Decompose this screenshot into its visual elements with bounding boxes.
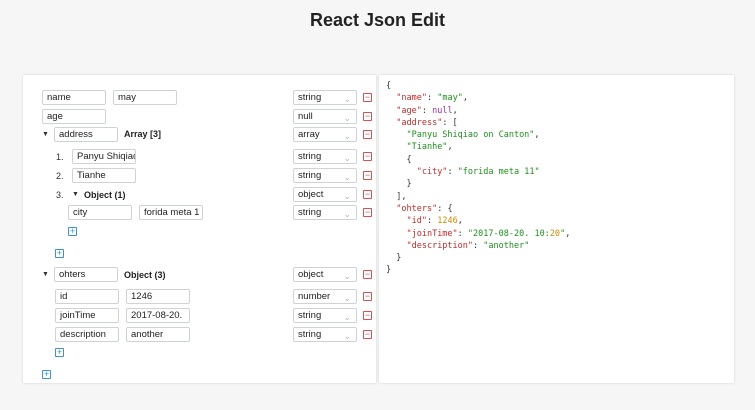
object-summary: Object (3): [124, 270, 166, 280]
value-input-jointime[interactable]: 2017-08-20.: [126, 308, 190, 323]
add-field-button[interactable]: +: [55, 347, 64, 357]
delete-icon[interactable]: −: [363, 291, 372, 301]
value-input-description[interactable]: another: [126, 327, 190, 342]
json-line: {: [386, 81, 392, 91]
chevron-down-icon: ⌄: [343, 131, 351, 141]
json-line: ],: [386, 191, 407, 202]
json-line: {: [386, 154, 412, 165]
type-select-label: array: [298, 129, 320, 140]
type-select-label: number: [298, 291, 331, 302]
type-select-label: string: [298, 310, 322, 321]
type-select-address-2[interactable]: object ⌄: [293, 187, 357, 202]
object-summary: Object (1): [84, 190, 126, 200]
delete-icon[interactable]: −: [363, 92, 372, 102]
key-input-city[interactable]: city: [68, 205, 132, 220]
json-line: "Panyu Shiqiao on Canton",: [406, 130, 540, 141]
chevron-down-icon: ⌄: [343, 113, 351, 123]
type-select-age[interactable]: null ⌄: [293, 109, 357, 124]
json-line: "ohters": {: [396, 203, 453, 214]
add-root-field-button[interactable]: +: [42, 369, 51, 379]
chevron-down-icon: ⌄: [343, 191, 351, 201]
type-select-jointime[interactable]: string ⌄: [293, 308, 357, 323]
type-select-id[interactable]: number ⌄: [293, 289, 357, 304]
array-index: 1.: [56, 152, 64, 162]
type-select-address-1[interactable]: string ⌄: [293, 168, 357, 183]
delete-icon[interactable]: −: [363, 207, 372, 217]
type-select-description[interactable]: string ⌄: [293, 327, 357, 342]
type-select-label: object: [298, 189, 324, 200]
type-select-label: string: [298, 329, 322, 340]
key-input-jointime[interactable]: joinTime: [55, 308, 119, 323]
value-input-address-1[interactable]: Tianhe: [72, 168, 136, 183]
chevron-down-icon: ⌄: [343, 331, 351, 341]
type-select-address[interactable]: array ⌄: [293, 127, 357, 142]
type-select-label: string: [298, 92, 322, 103]
value-input-city[interactable]: forida meta 1: [139, 205, 203, 220]
type-select-name[interactable]: string ⌄: [293, 90, 357, 105]
chevron-down-icon: ⌄: [343, 209, 351, 219]
chevron-down-icon: ⌄: [343, 312, 351, 322]
value-input-id[interactable]: 1246: [126, 289, 190, 304]
key-input-description[interactable]: description: [55, 327, 119, 342]
type-select-address-0[interactable]: string ⌄: [293, 149, 357, 164]
json-line: }: [386, 179, 412, 190]
key-input-ohters[interactable]: ohters: [54, 267, 118, 282]
key-input-name[interactable]: name: [42, 90, 106, 105]
json-line: }: [386, 253, 402, 264]
page-title: React Json Edit: [309, 10, 446, 30]
delete-icon[interactable]: −: [363, 310, 372, 320]
array-index: 2.: [56, 171, 64, 181]
delete-icon[interactable]: −: [363, 129, 372, 139]
json-preview-code: { "name": "may", "age": null, "address":…: [386, 80, 570, 277]
json-line: "name": "may",: [396, 93, 468, 104]
add-field-button[interactable]: +: [68, 226, 77, 236]
json-line: }: [386, 265, 392, 276]
type-select-label: string: [298, 151, 322, 162]
expand-toggle-icon[interactable]: ▼: [72, 191, 79, 198]
value-input-address-0[interactable]: Panyu Shiqiao: [72, 149, 136, 164]
array-index: 3.: [56, 190, 64, 200]
json-line: "joinTime": "2017-08-20. 10:20",: [406, 228, 571, 239]
type-select-label: string: [298, 170, 322, 181]
chevron-down-icon: ⌄: [343, 172, 351, 182]
key-input-id[interactable]: id: [55, 289, 119, 304]
type-select-label: null: [298, 111, 313, 122]
delete-icon[interactable]: −: [363, 170, 372, 180]
delete-icon[interactable]: −: [363, 151, 372, 161]
type-select-label: string: [298, 207, 322, 218]
json-preview-panel: [379, 75, 734, 383]
expand-toggle-icon[interactable]: ▼: [42, 271, 49, 278]
expand-toggle-icon[interactable]: ▼: [42, 131, 49, 138]
json-line: "Tianhe",: [406, 142, 453, 153]
chevron-down-icon: ⌄: [343, 293, 351, 303]
json-line: "address": [: [396, 117, 458, 128]
type-select-ohters[interactable]: object ⌄: [293, 267, 357, 282]
value-input-name[interactable]: may: [113, 90, 177, 105]
delete-icon[interactable]: −: [363, 269, 372, 279]
key-input-age[interactable]: age: [42, 109, 106, 124]
chevron-down-icon: ⌄: [343, 153, 351, 163]
json-line: "description": "another": [406, 240, 530, 251]
key-input-address[interactable]: address: [54, 127, 118, 142]
array-summary: Array [3]: [124, 129, 162, 139]
chevron-down-icon: ⌄: [343, 94, 351, 104]
type-select-label: object: [298, 269, 324, 280]
delete-icon[interactable]: −: [363, 189, 372, 199]
json-line: "city": "forida meta 11": [416, 167, 540, 178]
json-line: "age": null,: [396, 105, 458, 116]
delete-icon[interactable]: −: [363, 329, 372, 339]
type-select-city[interactable]: string ⌄: [293, 205, 357, 220]
chevron-down-icon: ⌄: [343, 271, 351, 281]
add-item-button[interactable]: +: [55, 248, 64, 258]
json-line: "id": 1246,: [406, 216, 463, 227]
delete-icon[interactable]: −: [363, 111, 372, 121]
